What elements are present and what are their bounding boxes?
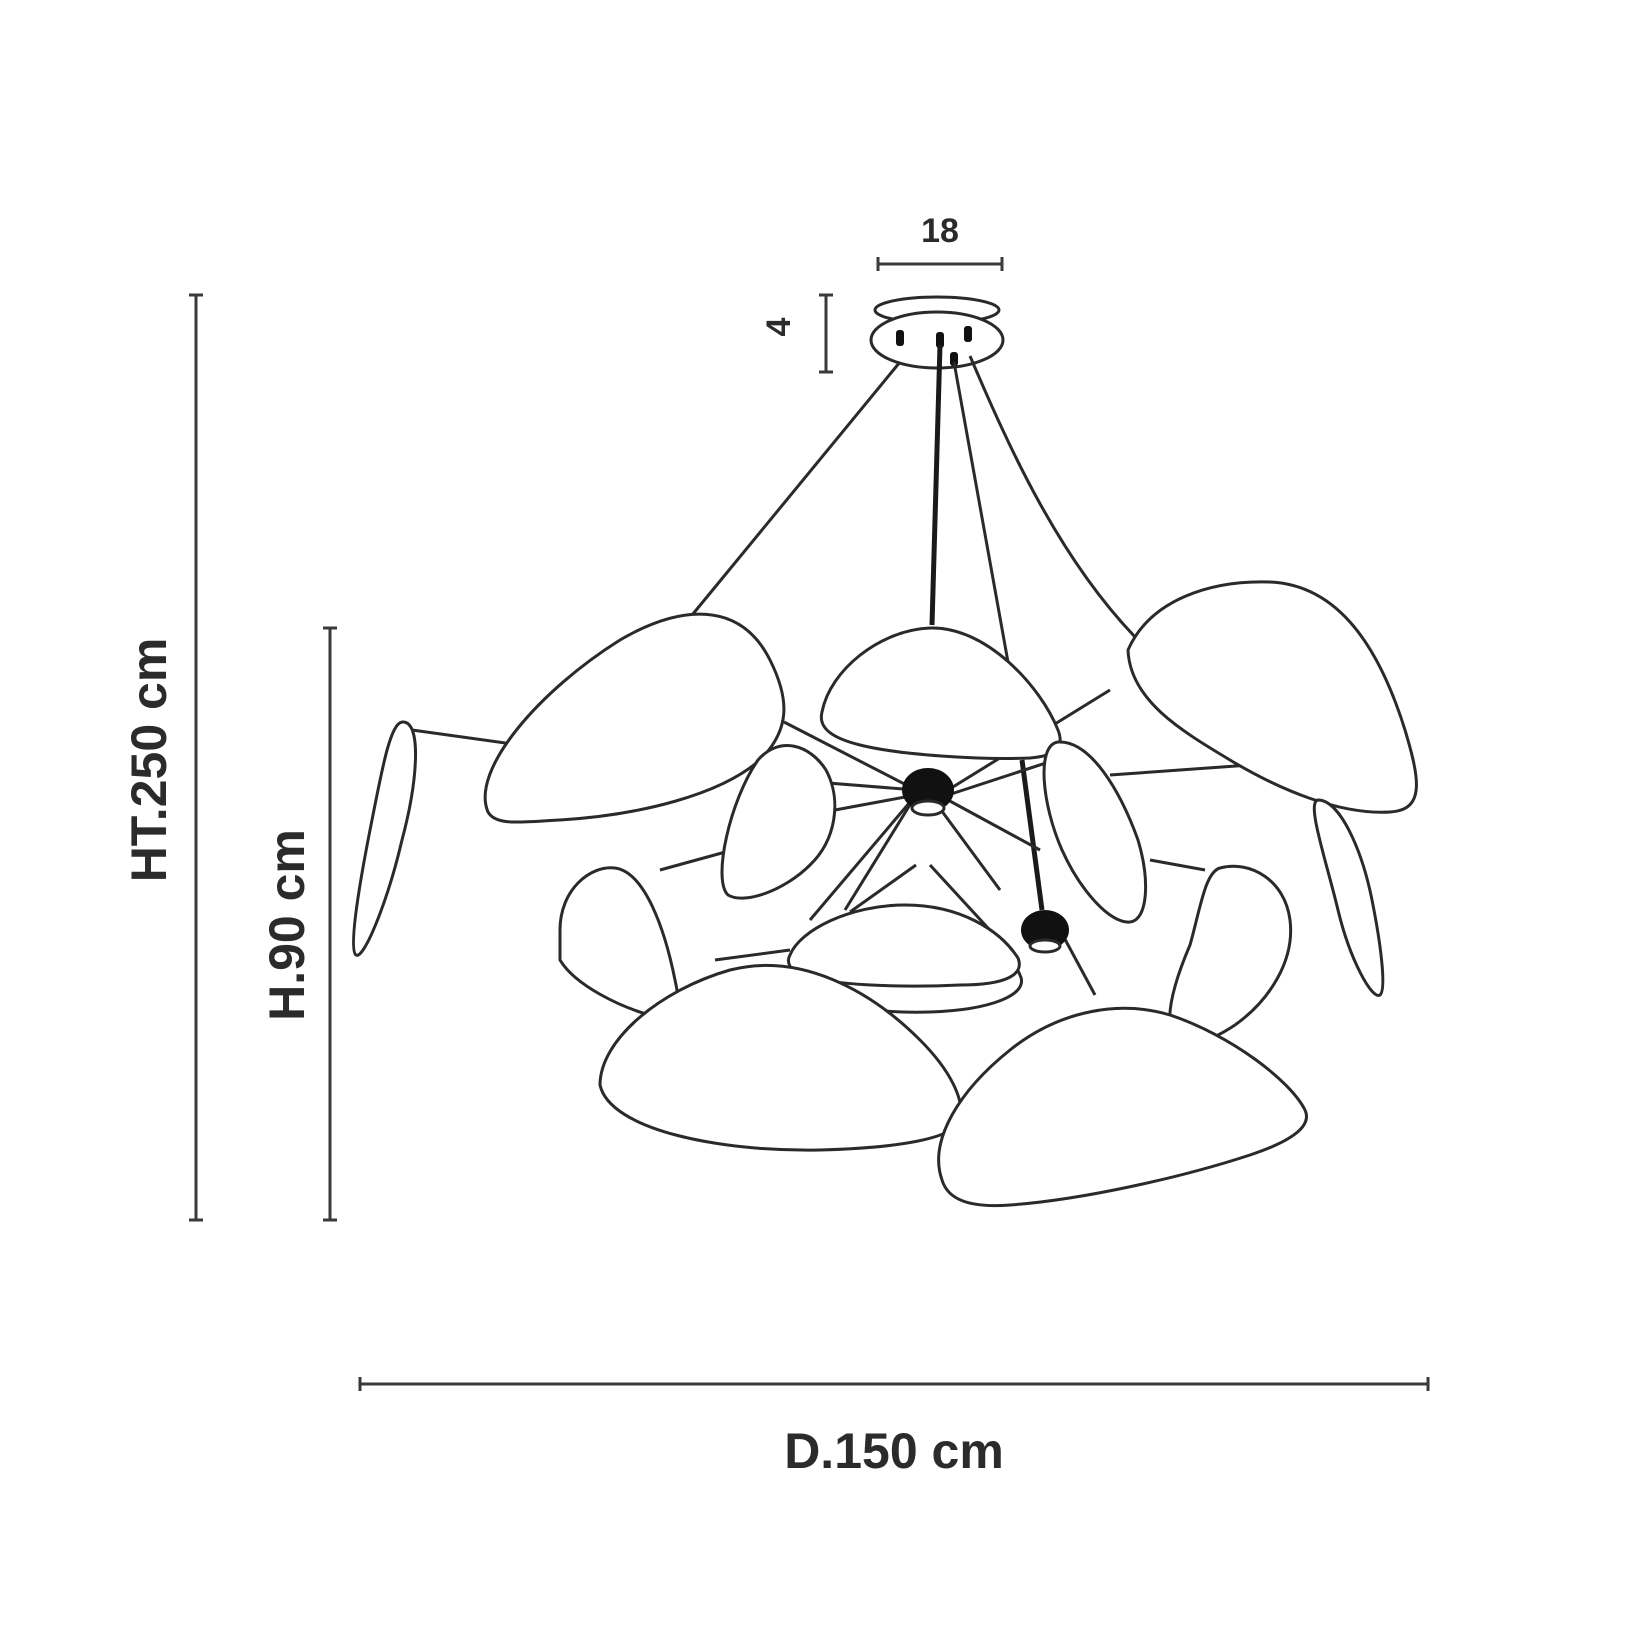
shade-upper-center (819, 626, 1062, 760)
diameter-dimension: D.150 cm (358, 1377, 1430, 1479)
chandelier-illustration (351, 295, 1418, 1208)
shade-bottom-left (598, 964, 963, 1152)
canopy-height-dimension: 4 (760, 293, 833, 374)
shade-lower-left (558, 866, 680, 1021)
shade-far-right (1312, 798, 1385, 997)
shade-upper-left (483, 612, 786, 824)
shade-mid-right (1042, 740, 1148, 924)
shade-upper-right (1126, 580, 1418, 814)
secondary-hub (1021, 910, 1069, 950)
canopy-height-label: 4 (760, 317, 798, 336)
shade-lower-right-small (1168, 864, 1293, 1046)
body-height-label: H.90 cm (259, 829, 315, 1021)
light-hubs (902, 768, 1069, 954)
shade-mid-left (720, 744, 837, 900)
main-hub (902, 768, 954, 812)
total-height-dimension: HT.250 cm (121, 293, 203, 1222)
canopy-width-dimension: 18 (876, 212, 1004, 271)
lamp-shades (351, 580, 1418, 1208)
body-height-dimension: H.90 cm (259, 626, 337, 1222)
shade-far-left (351, 720, 417, 957)
canopy-width-label: 18 (921, 212, 959, 250)
shade-bottom-right (937, 1006, 1308, 1208)
total-height-label: HT.250 cm (121, 638, 177, 883)
diameter-label: D.150 cm (784, 1423, 1004, 1479)
shade-center-front (786, 903, 1021, 988)
ceiling-canopy (869, 295, 1005, 370)
suspension-cables (686, 344, 1140, 911)
